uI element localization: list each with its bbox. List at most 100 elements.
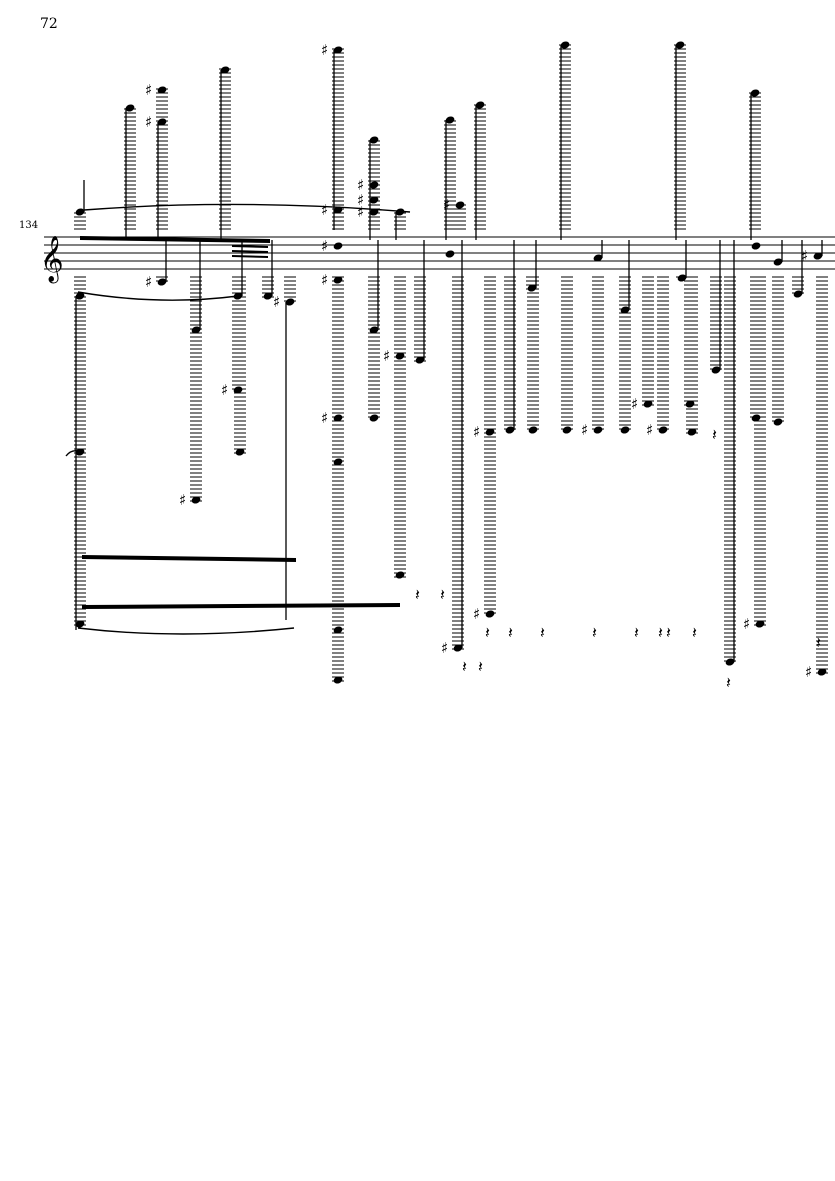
sharp-icon: ♯ — [631, 395, 638, 413]
notehead — [333, 676, 343, 684]
ties — [65, 203, 411, 635]
noteheads — [75, 41, 827, 684]
notehead — [675, 41, 685, 49]
notehead — [485, 610, 495, 618]
notehead — [395, 352, 405, 360]
sharp-icon: ♯ — [321, 201, 328, 219]
sharp-icon: ♯ — [357, 176, 364, 194]
notehead — [751, 414, 761, 422]
beams — [80, 236, 400, 609]
accidentals: ♯♯♯♯♯♯♯♯♯♯♯♯♯♯♯♯♯♯♯♯♯♯♯♯♯ — [145, 41, 812, 681]
notehead — [235, 448, 245, 456]
notehead — [157, 86, 167, 94]
notehead — [505, 426, 515, 434]
notehead — [813, 252, 823, 260]
notehead — [333, 242, 343, 250]
notehead — [562, 426, 572, 434]
notehead — [528, 426, 538, 434]
quarter-rest-icon: 𝄽 — [816, 633, 821, 652]
quarter-rest-icon: 𝄽 — [462, 657, 467, 676]
notehead — [369, 326, 379, 334]
notehead — [285, 298, 295, 306]
sharp-icon: ♯ — [383, 347, 390, 365]
notehead — [711, 366, 721, 374]
notehead — [333, 458, 343, 466]
sharp-icon: ♯ — [179, 491, 186, 509]
sharp-icon: ♯ — [145, 81, 152, 99]
notehead — [395, 208, 405, 216]
quarter-rest-icon: 𝄽 — [666, 623, 671, 642]
notehead — [333, 276, 343, 284]
notehead — [593, 254, 603, 262]
sharp-icon: ♯ — [321, 41, 328, 59]
notehead — [369, 414, 379, 422]
notehead — [620, 306, 630, 314]
page-number: 72 — [40, 16, 58, 32]
notehead — [751, 242, 761, 250]
quarter-rest-icon: 𝄽 — [485, 623, 490, 642]
sharp-icon: ♯ — [473, 605, 480, 623]
notehead — [125, 104, 135, 112]
notehead — [658, 426, 668, 434]
notehead — [333, 626, 343, 634]
notehead — [773, 418, 783, 426]
notehead — [75, 208, 85, 216]
notehead — [75, 292, 85, 300]
sharp-icon: ♯ — [646, 421, 653, 439]
notehead — [485, 428, 495, 436]
quarter-rest-icon: 𝄽 — [634, 623, 639, 642]
quarter-rest-icon: 𝄽 — [508, 623, 513, 642]
notehead — [817, 668, 827, 676]
notehead — [445, 116, 455, 124]
notehead — [369, 196, 379, 204]
sharp-icon: ♯ — [443, 196, 450, 214]
notehead — [395, 571, 405, 579]
notehead — [677, 274, 687, 282]
quarter-rest-icon: 𝄽 — [726, 673, 731, 692]
notehead — [333, 414, 343, 422]
notehead — [773, 258, 783, 266]
sharp-icon: ♯ — [801, 247, 808, 265]
notehead — [687, 428, 697, 436]
notehead — [369, 208, 379, 216]
staff-lines — [44, 236, 835, 270]
quarter-rest-icon: 𝄽 — [415, 585, 420, 604]
notehead — [333, 46, 343, 54]
notehead — [527, 284, 537, 292]
quarter-rest-icon: 𝄽 — [440, 585, 445, 604]
notehead — [685, 400, 695, 408]
sharp-icon: ♯ — [805, 663, 812, 681]
notehead — [725, 658, 735, 666]
notehead — [333, 206, 343, 214]
notehead — [475, 101, 485, 109]
notehead — [755, 620, 765, 628]
sharp-icon: ♯ — [145, 113, 152, 131]
notehead — [191, 496, 201, 504]
notehead — [593, 426, 603, 434]
notehead — [157, 278, 167, 286]
rests: 𝄽𝄽𝄽𝄽𝄽𝄽𝄽𝄽𝄽𝄽𝄽𝄽𝄽𝄽𝄽 — [415, 425, 821, 692]
sharp-icon: ♯ — [473, 423, 480, 441]
notehead — [455, 201, 465, 209]
sharp-icon: ♯ — [581, 421, 588, 439]
quarter-rest-icon: 𝄽 — [592, 623, 597, 642]
notehead — [445, 250, 455, 258]
notehead — [369, 136, 379, 144]
notehead — [233, 386, 243, 394]
notehead — [560, 41, 570, 49]
notehead — [453, 644, 463, 652]
notehead — [369, 181, 379, 189]
notehead — [263, 292, 273, 300]
notehead — [415, 356, 425, 364]
sharp-icon: ♯ — [321, 237, 328, 255]
sharp-icon: ♯ — [145, 273, 152, 291]
sharp-icon: ♯ — [273, 293, 280, 311]
quarter-rest-icon: 𝄽 — [540, 623, 545, 642]
notehead — [620, 426, 630, 434]
sharp-icon: ♯ — [357, 191, 364, 209]
sharp-icon: ♯ — [321, 271, 328, 289]
sharp-icon: ♯ — [441, 639, 448, 657]
notehead — [750, 89, 760, 97]
ledger-lines — [74, 44, 828, 682]
